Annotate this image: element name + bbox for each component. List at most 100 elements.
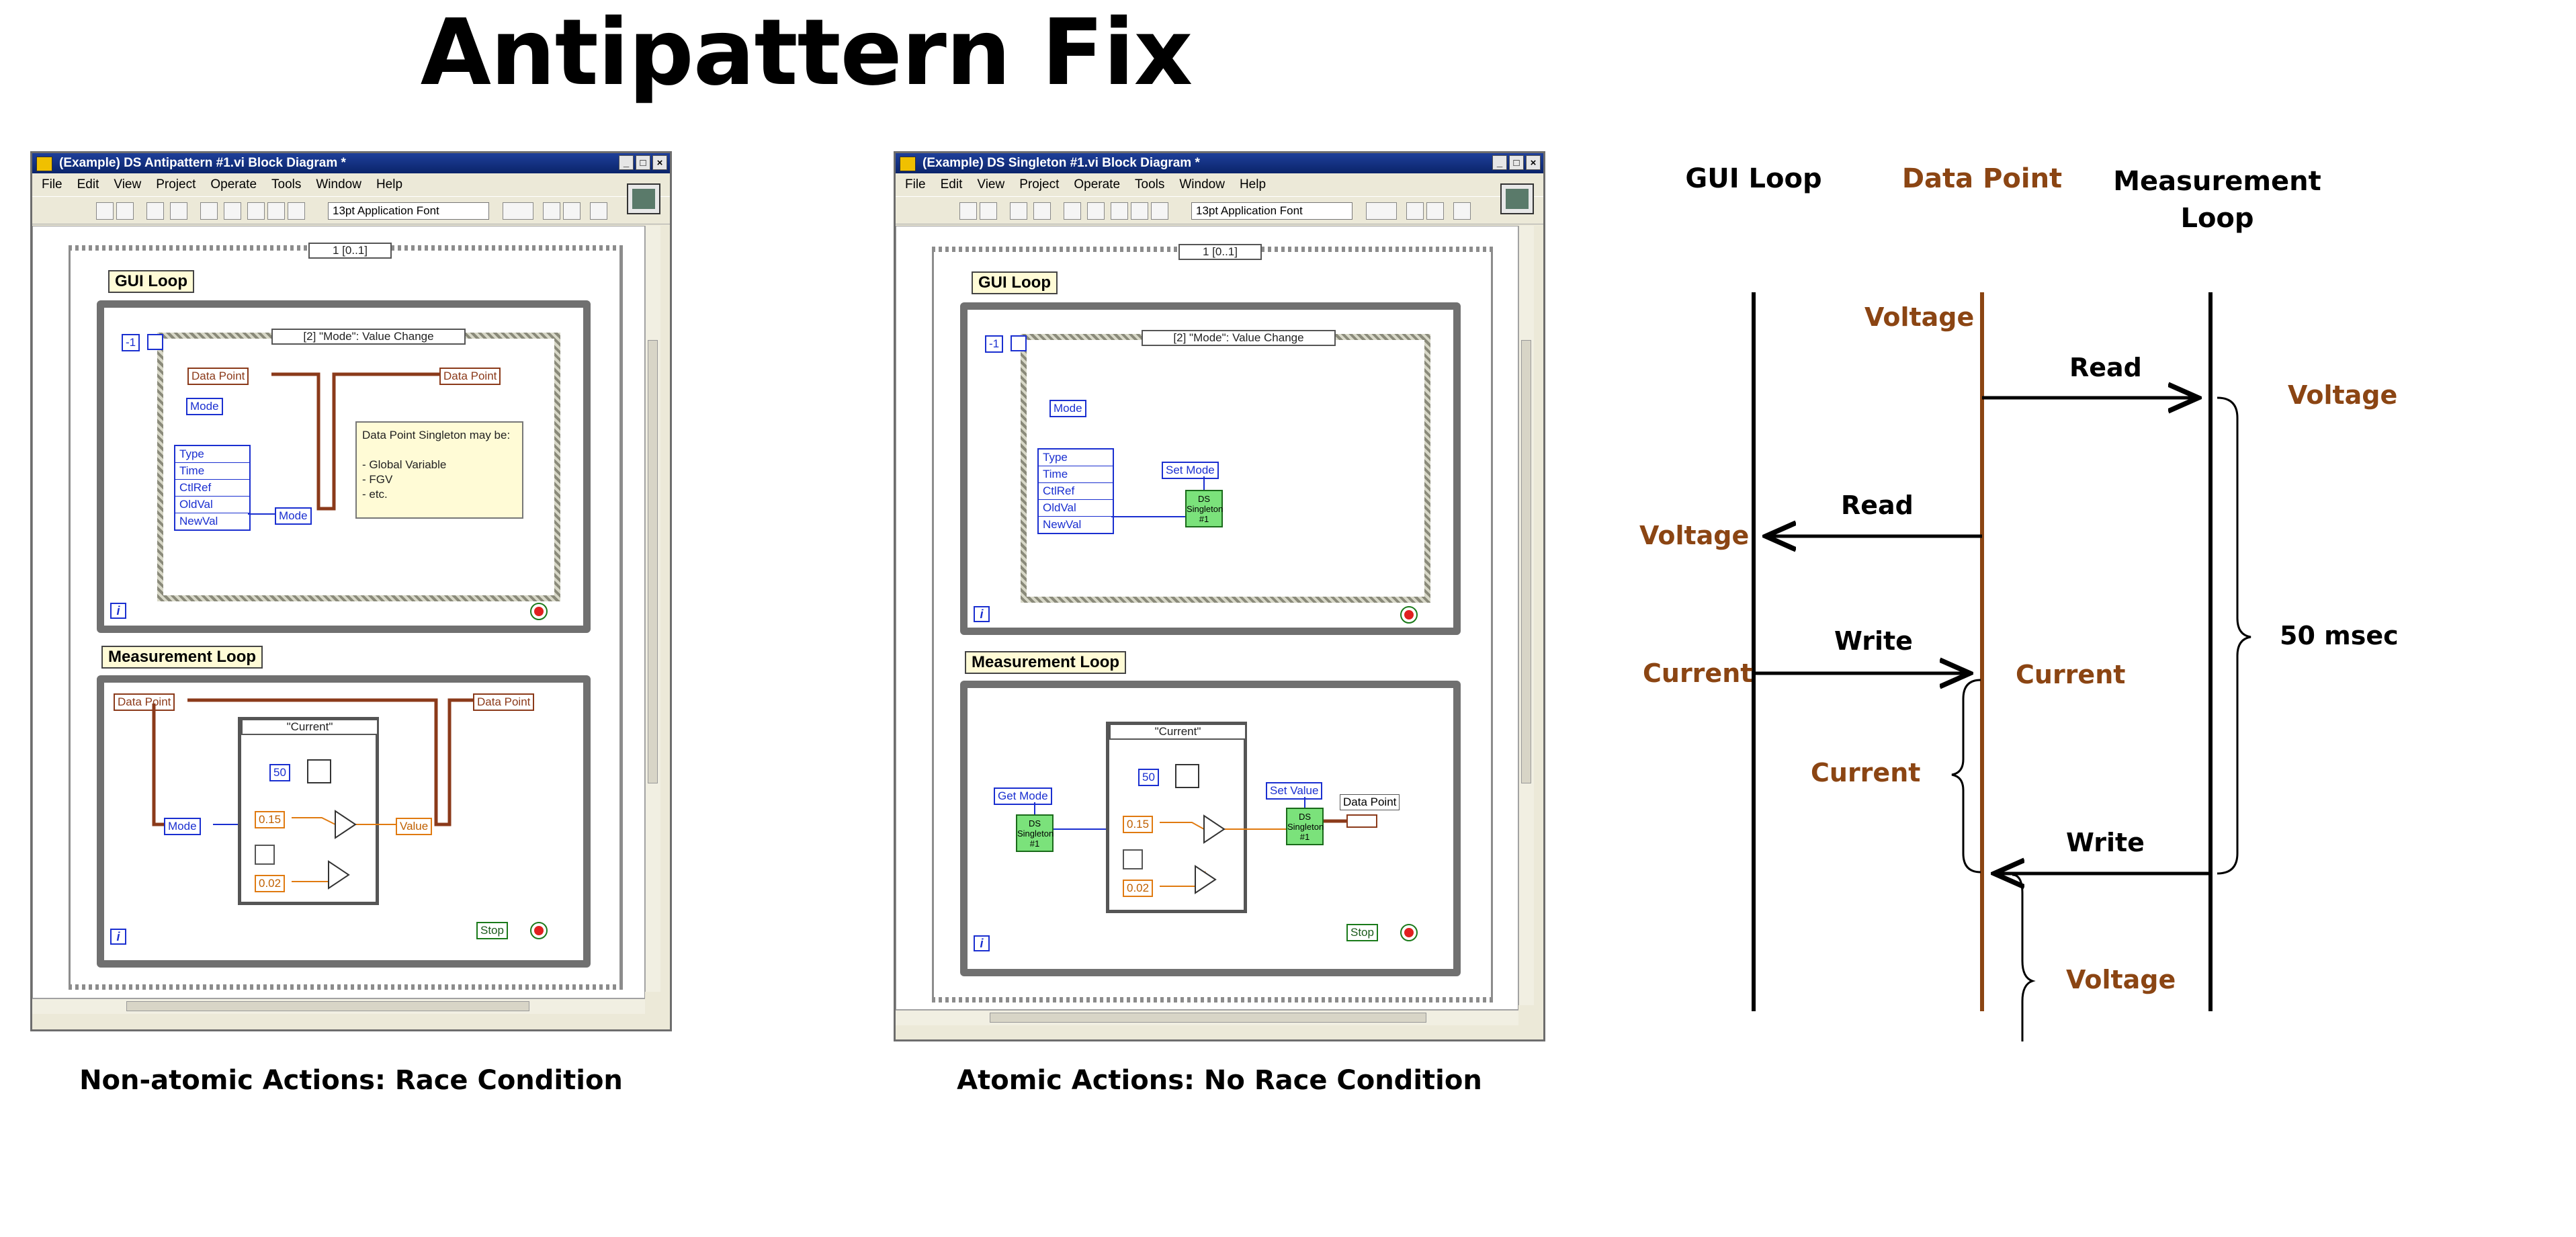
context-help-icon[interactable]	[590, 202, 607, 220]
minimize-icon[interactable]: _	[619, 155, 634, 170]
close-icon[interactable]: ×	[1526, 155, 1541, 170]
measurement-while-loop	[97, 675, 591, 968]
horizontal-scroll-thumb[interactable]	[990, 1013, 1426, 1023]
retain-wire-values-icon[interactable]	[1087, 202, 1105, 220]
window-titlebar[interactable]: (Example) DS Antipattern #1.vi Block Dia…	[32, 153, 670, 173]
step-over-icon[interactable]	[1131, 202, 1148, 220]
menu-view[interactable]: View	[114, 177, 142, 191]
close-icon[interactable]: ×	[652, 155, 667, 170]
maximize-icon[interactable]: □	[1509, 155, 1524, 170]
mode-unbundle-node: Mode	[164, 818, 201, 835]
label-current-left: Current	[1811, 758, 1921, 787]
wait-timer-icon	[1175, 764, 1199, 788]
retain-wire-values-icon[interactable]	[224, 202, 241, 220]
menu-file[interactable]: File	[42, 177, 62, 191]
pause-icon[interactable]	[170, 202, 187, 220]
menu-project[interactable]: Project	[156, 177, 196, 191]
align-objects-icon[interactable]	[503, 202, 533, 220]
sequence-selector[interactable]: 1 [0..1]	[1178, 244, 1262, 260]
menu-window[interactable]: Window	[1179, 177, 1225, 191]
case-selector[interactable]: "Current"	[1109, 724, 1246, 740]
context-help-icon[interactable]	[1453, 202, 1471, 220]
vertical-scroll-thumb[interactable]	[648, 340, 658, 783]
data-point-indicator: Data Point	[1340, 794, 1400, 810]
abort-icon[interactable]	[1010, 202, 1027, 220]
constant-0-02: 0.02	[1123, 880, 1154, 897]
minimize-icon[interactable]: _	[1492, 155, 1507, 170]
highlight-execution-icon[interactable]	[200, 202, 218, 220]
event-field-newval: NewVal	[179, 515, 218, 527]
toolbar: 13pt Application Font	[32, 196, 670, 224]
menu-tools[interactable]: Tools	[271, 177, 302, 191]
menu-file[interactable]: File	[905, 177, 926, 191]
header-measurement-loop: Measurement Loop	[2103, 163, 2331, 237]
menu-tools[interactable]: Tools	[1135, 177, 1165, 191]
gui-loop-label: GUI Loop	[972, 271, 1058, 294]
horizontal-scroll-thumb[interactable]	[126, 1001, 529, 1011]
menu-help[interactable]: Help	[1239, 177, 1266, 191]
window-titlebar[interactable]: (Example) DS Singleton #1.vi Block Diagr…	[896, 153, 1543, 173]
font-select[interactable]: 13pt Application Font	[1191, 202, 1353, 220]
pause-icon[interactable]	[1033, 202, 1051, 220]
align-objects-icon[interactable]	[1366, 202, 1397, 220]
event-selector[interactable]: [2] "Mode": Value Change	[1142, 330, 1336, 346]
run-arrow-icon[interactable]	[96, 202, 114, 220]
step-into-icon[interactable]	[1111, 202, 1128, 220]
run-continuously-icon[interactable]	[980, 202, 997, 220]
search-icon[interactable]	[1426, 202, 1444, 220]
step-over-icon[interactable]	[267, 202, 285, 220]
meas-data-point-read-node: Data Point	[114, 693, 175, 711]
clean-diagram-icon[interactable]	[1406, 202, 1424, 220]
abort-icon[interactable]	[146, 202, 164, 220]
clean-diagram-icon[interactable]	[543, 202, 560, 220]
header-gui-loop: GUI Loop	[1685, 163, 1822, 194]
horizontal-scrollbar[interactable]	[896, 1010, 1518, 1025]
header-data-point: Data Point	[1901, 163, 2063, 194]
right-block-diagram-window[interactable]: (Example) DS Singleton #1.vi Block Diagr…	[894, 151, 1545, 1041]
vi-icon	[1500, 183, 1534, 214]
vertical-scroll-thumb[interactable]	[1521, 340, 1531, 783]
menu-operate[interactable]: Operate	[210, 177, 257, 191]
menu-window[interactable]: Window	[316, 177, 361, 191]
label-50-msec: 50 msec	[2280, 621, 2399, 650]
header-measurement-line2: Loop	[2180, 203, 2254, 234]
window-title: (Example) DS Singleton #1.vi Block Diagr…	[922, 156, 1200, 170]
timeout-constant: -1	[122, 334, 140, 351]
vertical-scrollbar[interactable]	[1518, 226, 1534, 1005]
constant-0-02: 0.02	[255, 875, 286, 892]
run-continuously-icon[interactable]	[116, 202, 134, 220]
sequence-selector[interactable]: 1 [0..1]	[308, 243, 392, 259]
event-selector[interactable]: [2] "Mode": Value Change	[271, 329, 466, 345]
label-read-2: Read	[1841, 490, 1914, 520]
step-into-icon[interactable]	[247, 202, 265, 220]
step-out-icon[interactable]	[288, 202, 305, 220]
random-number-icon	[1123, 849, 1143, 869]
menu-edit[interactable]: Edit	[77, 177, 99, 191]
event-field-type: Type	[1039, 450, 1113, 466]
menu-operate[interactable]: Operate	[1074, 177, 1121, 191]
search-icon[interactable]	[563, 202, 581, 220]
menu-view[interactable]: View	[977, 177, 1005, 191]
font-select[interactable]: 13pt Application Font	[328, 202, 489, 220]
case-selector[interactable]: "Current"	[241, 719, 378, 735]
value-bundle-node: Value	[396, 818, 433, 835]
horizontal-scrollbar[interactable]	[32, 998, 645, 1014]
brace-50msec	[2217, 396, 2251, 875]
left-block-diagram-window[interactable]: (Example) DS Antipattern #1.vi Block Dia…	[30, 151, 672, 1031]
menu-help[interactable]: Help	[376, 177, 403, 191]
wait-timer-icon	[307, 759, 331, 783]
toolbar: 13pt Application Font	[896, 196, 1543, 224]
run-arrow-icon[interactable]	[959, 202, 977, 220]
menu-edit[interactable]: Edit	[940, 177, 963, 191]
highlight-execution-icon[interactable]	[1064, 202, 1081, 220]
measurement-while-loop	[960, 681, 1461, 976]
label-voltage-gui: Voltage	[1639, 521, 1750, 550]
event-field-ctlref: CtlRef	[175, 480, 249, 497]
vertical-scrollbar[interactable]	[645, 226, 660, 992]
maximize-icon[interactable]: □	[636, 155, 650, 170]
event-field-newval: NewVal	[1043, 518, 1082, 531]
menu-project[interactable]: Project	[1019, 177, 1060, 191]
ds-singleton-get-mode: DS Singleton #1	[1016, 814, 1054, 852]
step-out-icon[interactable]	[1151, 202, 1168, 220]
